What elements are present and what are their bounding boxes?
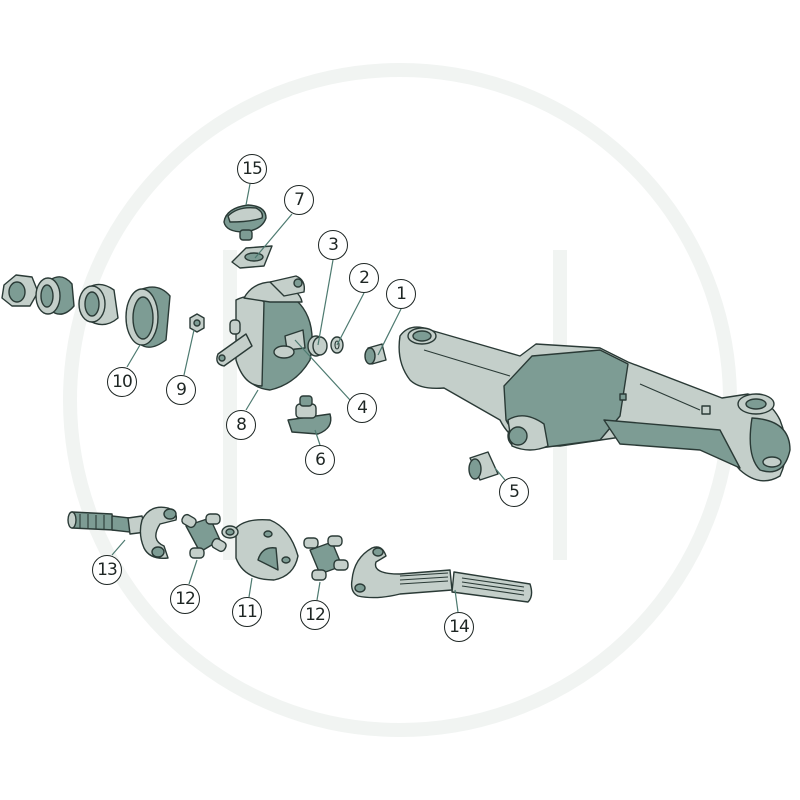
lock-nut xyxy=(189,313,205,333)
leader-lines xyxy=(111,183,506,613)
stub-shaft-yoke xyxy=(67,506,178,559)
callout-12: 12 xyxy=(170,584,200,614)
callout-3: 3 xyxy=(318,230,348,260)
cv-center-yoke xyxy=(221,518,299,581)
callout-1: 1 xyxy=(386,279,416,309)
callout-12-second: 12 xyxy=(300,600,330,630)
steering-knuckle xyxy=(216,275,313,391)
bearing-cone-inner xyxy=(78,283,119,326)
callout-11: 11 xyxy=(232,597,262,627)
callout-13: 13 xyxy=(92,555,122,585)
callout-14: 14 xyxy=(444,612,474,642)
callout-15: 15 xyxy=(237,154,267,184)
knuckle-cap xyxy=(223,204,267,241)
callout-9: 9 xyxy=(166,375,196,405)
axle-housing xyxy=(398,326,791,482)
lower-ball-joint xyxy=(287,395,332,435)
callout-7: 7 xyxy=(284,185,314,215)
bushing xyxy=(364,343,387,365)
bearing-race xyxy=(125,286,171,348)
callout-4: 4 xyxy=(347,393,377,423)
shim-plate xyxy=(231,245,273,269)
seal xyxy=(307,335,328,357)
callout-8: 8 xyxy=(226,410,256,440)
pinion-bushing xyxy=(468,451,499,481)
callout-6: 6 xyxy=(305,445,335,475)
universal-joint-cross xyxy=(181,513,227,559)
axle-nut xyxy=(1,274,39,307)
universal-joint-cross-2 xyxy=(303,535,349,581)
callout-5: 5 xyxy=(499,477,529,507)
callout-10: 10 xyxy=(107,367,137,397)
inner-axle-shaft xyxy=(350,546,533,603)
bearing-cone-outer xyxy=(35,276,75,315)
callout-2: 2 xyxy=(349,263,379,293)
